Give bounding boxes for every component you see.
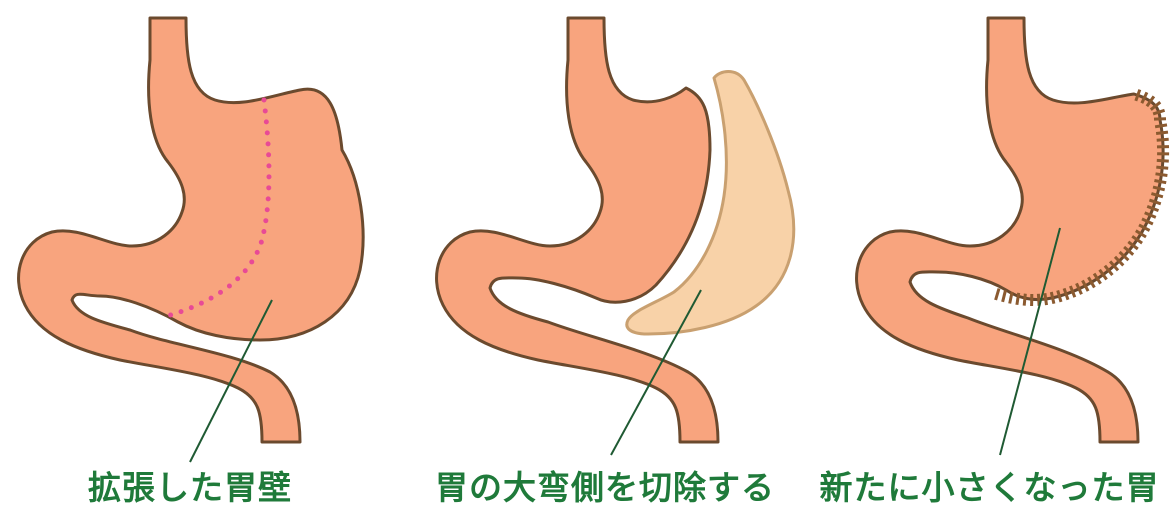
staple-mark xyxy=(1017,293,1019,305)
stomach-sleeve-shape xyxy=(437,18,718,442)
staple-mark xyxy=(1003,290,1006,302)
staple-mark xyxy=(1024,294,1025,306)
caption-enlarged-stomach-wall: 拡張した胃壁 xyxy=(40,466,340,510)
caption-remove-greater-curvature: 胃の大弯側を切除する xyxy=(420,466,790,510)
staple-mark xyxy=(1045,293,1047,305)
panel-resection xyxy=(437,18,794,455)
staple-mark xyxy=(1156,167,1168,168)
panel-new-small-stomach xyxy=(857,18,1170,455)
staple-mark xyxy=(1157,160,1169,161)
caption-new-smaller-stomach: 新たに小さくなった胃 xyxy=(812,466,1167,510)
staple-mark xyxy=(996,289,999,301)
staple-mark xyxy=(1157,139,1169,140)
staple-mark xyxy=(1156,132,1168,133)
staple-mark xyxy=(1156,174,1168,176)
stomach-final-shape xyxy=(857,18,1164,442)
panel-enlarged-stomach xyxy=(19,18,364,462)
stomach-shape xyxy=(19,18,364,442)
staple-mark xyxy=(1155,125,1167,127)
